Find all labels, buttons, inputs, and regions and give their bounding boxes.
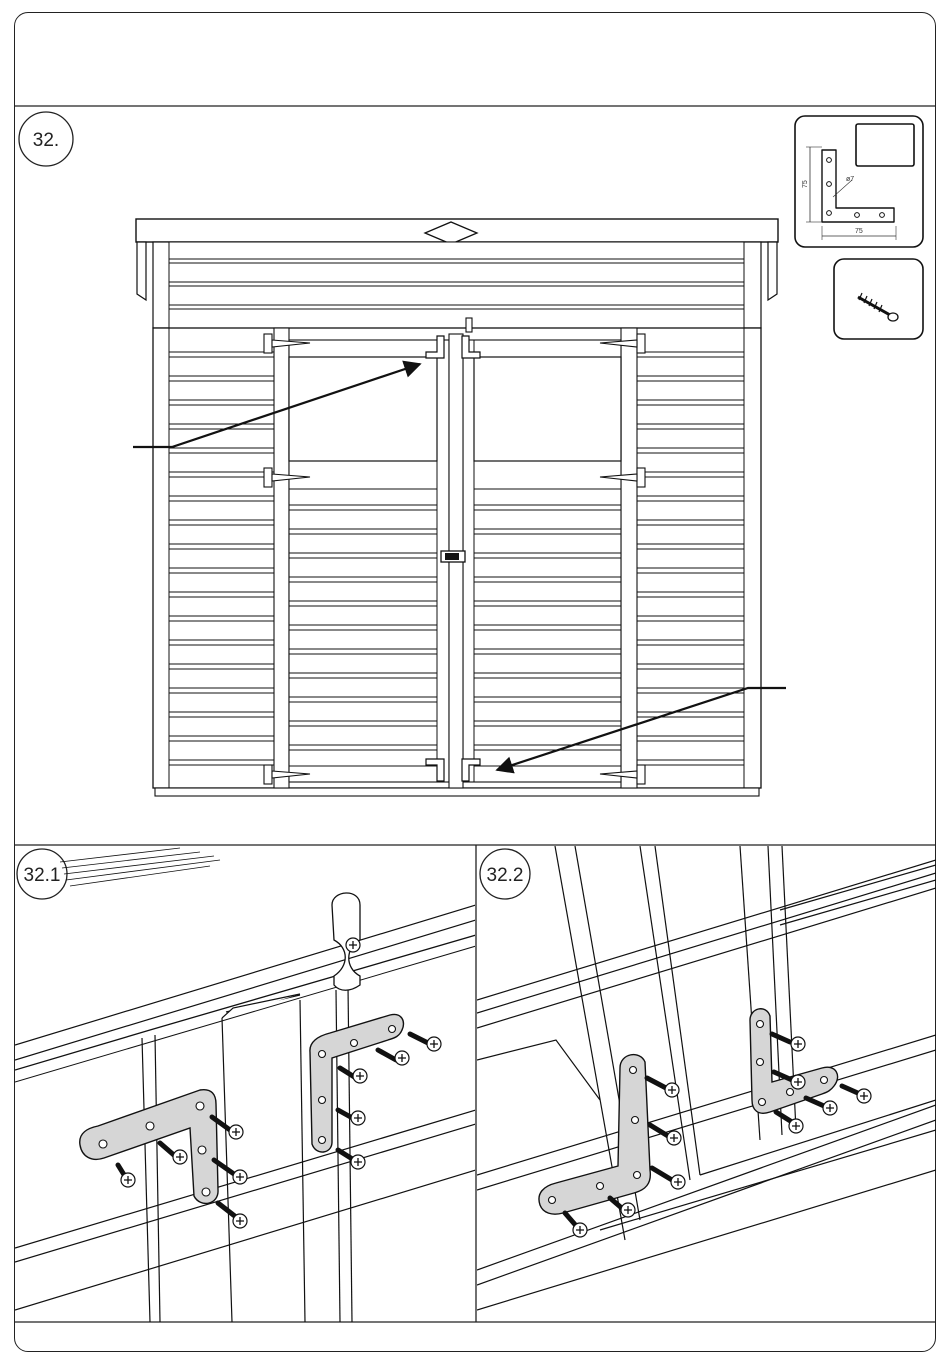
l-bracket-left bbox=[80, 1090, 247, 1228]
door-frame-left bbox=[274, 328, 289, 788]
step-badge-32-2: 32.2 bbox=[480, 849, 530, 899]
step-number: 32.2 bbox=[487, 865, 524, 886]
bracket-part-box: 75 75 ø7 bbox=[795, 116, 923, 247]
bracket-width-dim: 75 bbox=[855, 228, 863, 235]
step-number: 32. bbox=[33, 130, 59, 151]
step-badge-32-1: 32.1 bbox=[17, 849, 67, 899]
window-right bbox=[474, 357, 621, 461]
l-bracket-right-2 bbox=[750, 1009, 871, 1133]
door-right bbox=[463, 340, 621, 782]
window-left bbox=[289, 357, 437, 461]
door-frame-right bbox=[621, 328, 637, 788]
step-number: 32.1 bbox=[24, 865, 61, 886]
hinge-pivot bbox=[332, 893, 360, 990]
floor-base bbox=[155, 788, 759, 796]
quantity-box bbox=[856, 124, 914, 166]
shed-front-view bbox=[133, 219, 786, 796]
step-badge-32: 32. bbox=[19, 112, 73, 166]
screw-part-box bbox=[834, 259, 923, 339]
detail-32-2 bbox=[477, 846, 936, 1310]
detail-32-1 bbox=[15, 848, 476, 1322]
bracket-height-dim: 75 bbox=[802, 180, 809, 188]
l-bracket-left-2 bbox=[539, 1055, 685, 1237]
bracket-hole-dim: ø7 bbox=[846, 176, 854, 183]
l-bracket-right bbox=[310, 1014, 441, 1169]
door-left bbox=[289, 340, 449, 782]
